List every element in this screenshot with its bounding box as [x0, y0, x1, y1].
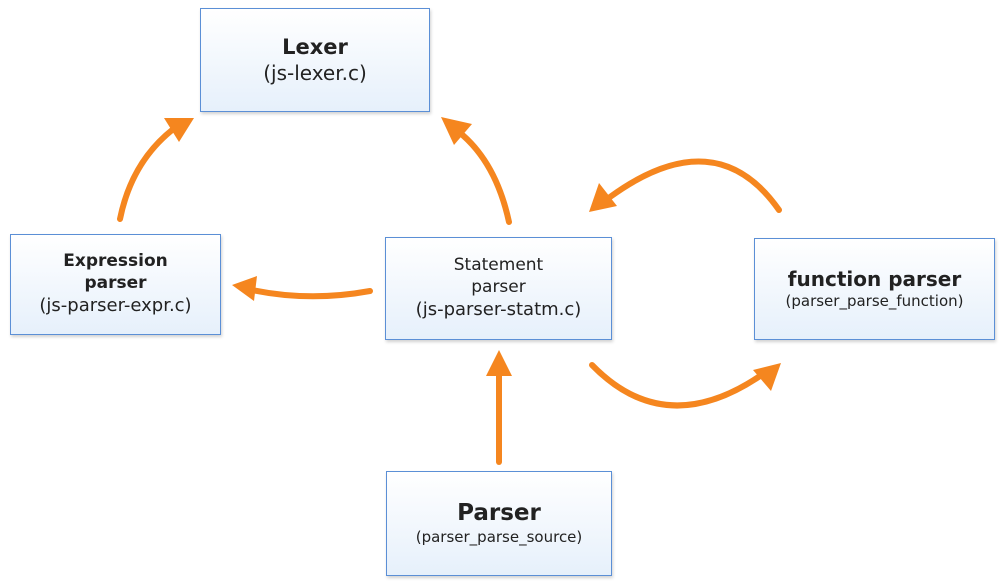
expression-parser-title-line2: parser — [84, 273, 147, 294]
arrowhead-statement-to-expression — [232, 276, 257, 301]
function-parser-file: (parser_parse_function) — [785, 291, 964, 310]
expression-parser-box: Expression parser (js-parser-expr.c) — [10, 234, 221, 335]
function-parser-title: function parser — [787, 266, 962, 291]
parser-box: Parser (parser_parse_source) — [386, 471, 612, 576]
function-parser-box: function parser (parser_parse_function) — [754, 238, 995, 340]
parser-file: (parser_parse_source) — [415, 528, 583, 547]
parser-title: Parser — [457, 500, 541, 527]
arrowhead-parser-to-statement — [486, 350, 512, 376]
arrowhead-expression-to-lexer — [164, 118, 194, 142]
statement-parser-box: Statement parser (js-parser-statm.c) — [385, 237, 612, 340]
lexer-file: (js-lexer.c) — [263, 61, 367, 86]
arrow-function-to-statement — [607, 158, 782, 213]
arrowhead-statement-to-lexer — [441, 117, 472, 145]
arrowhead-statement-to-function — [753, 363, 781, 391]
arrow-statement-to-function — [589, 362, 763, 409]
lexer-box: Lexer (js-lexer.c) — [200, 8, 430, 112]
lexer-title: Lexer — [282, 34, 348, 59]
statement-parser-title-line2: parser — [471, 277, 526, 298]
arrowhead-function-to-statement — [589, 183, 617, 212]
statement-parser-title-line1: Statement — [453, 255, 544, 276]
arrow-statement-to-expression — [249, 287, 373, 300]
statement-parser-file: (js-parser-statm.c) — [415, 299, 582, 321]
expression-parser-title-line1: Expression — [63, 251, 168, 272]
arrow-expression-to-lexer — [117, 124, 179, 222]
expression-parser-file: (js-parser-expr.c) — [39, 295, 192, 317]
arrow-statement-to-lexer — [456, 129, 512, 225]
